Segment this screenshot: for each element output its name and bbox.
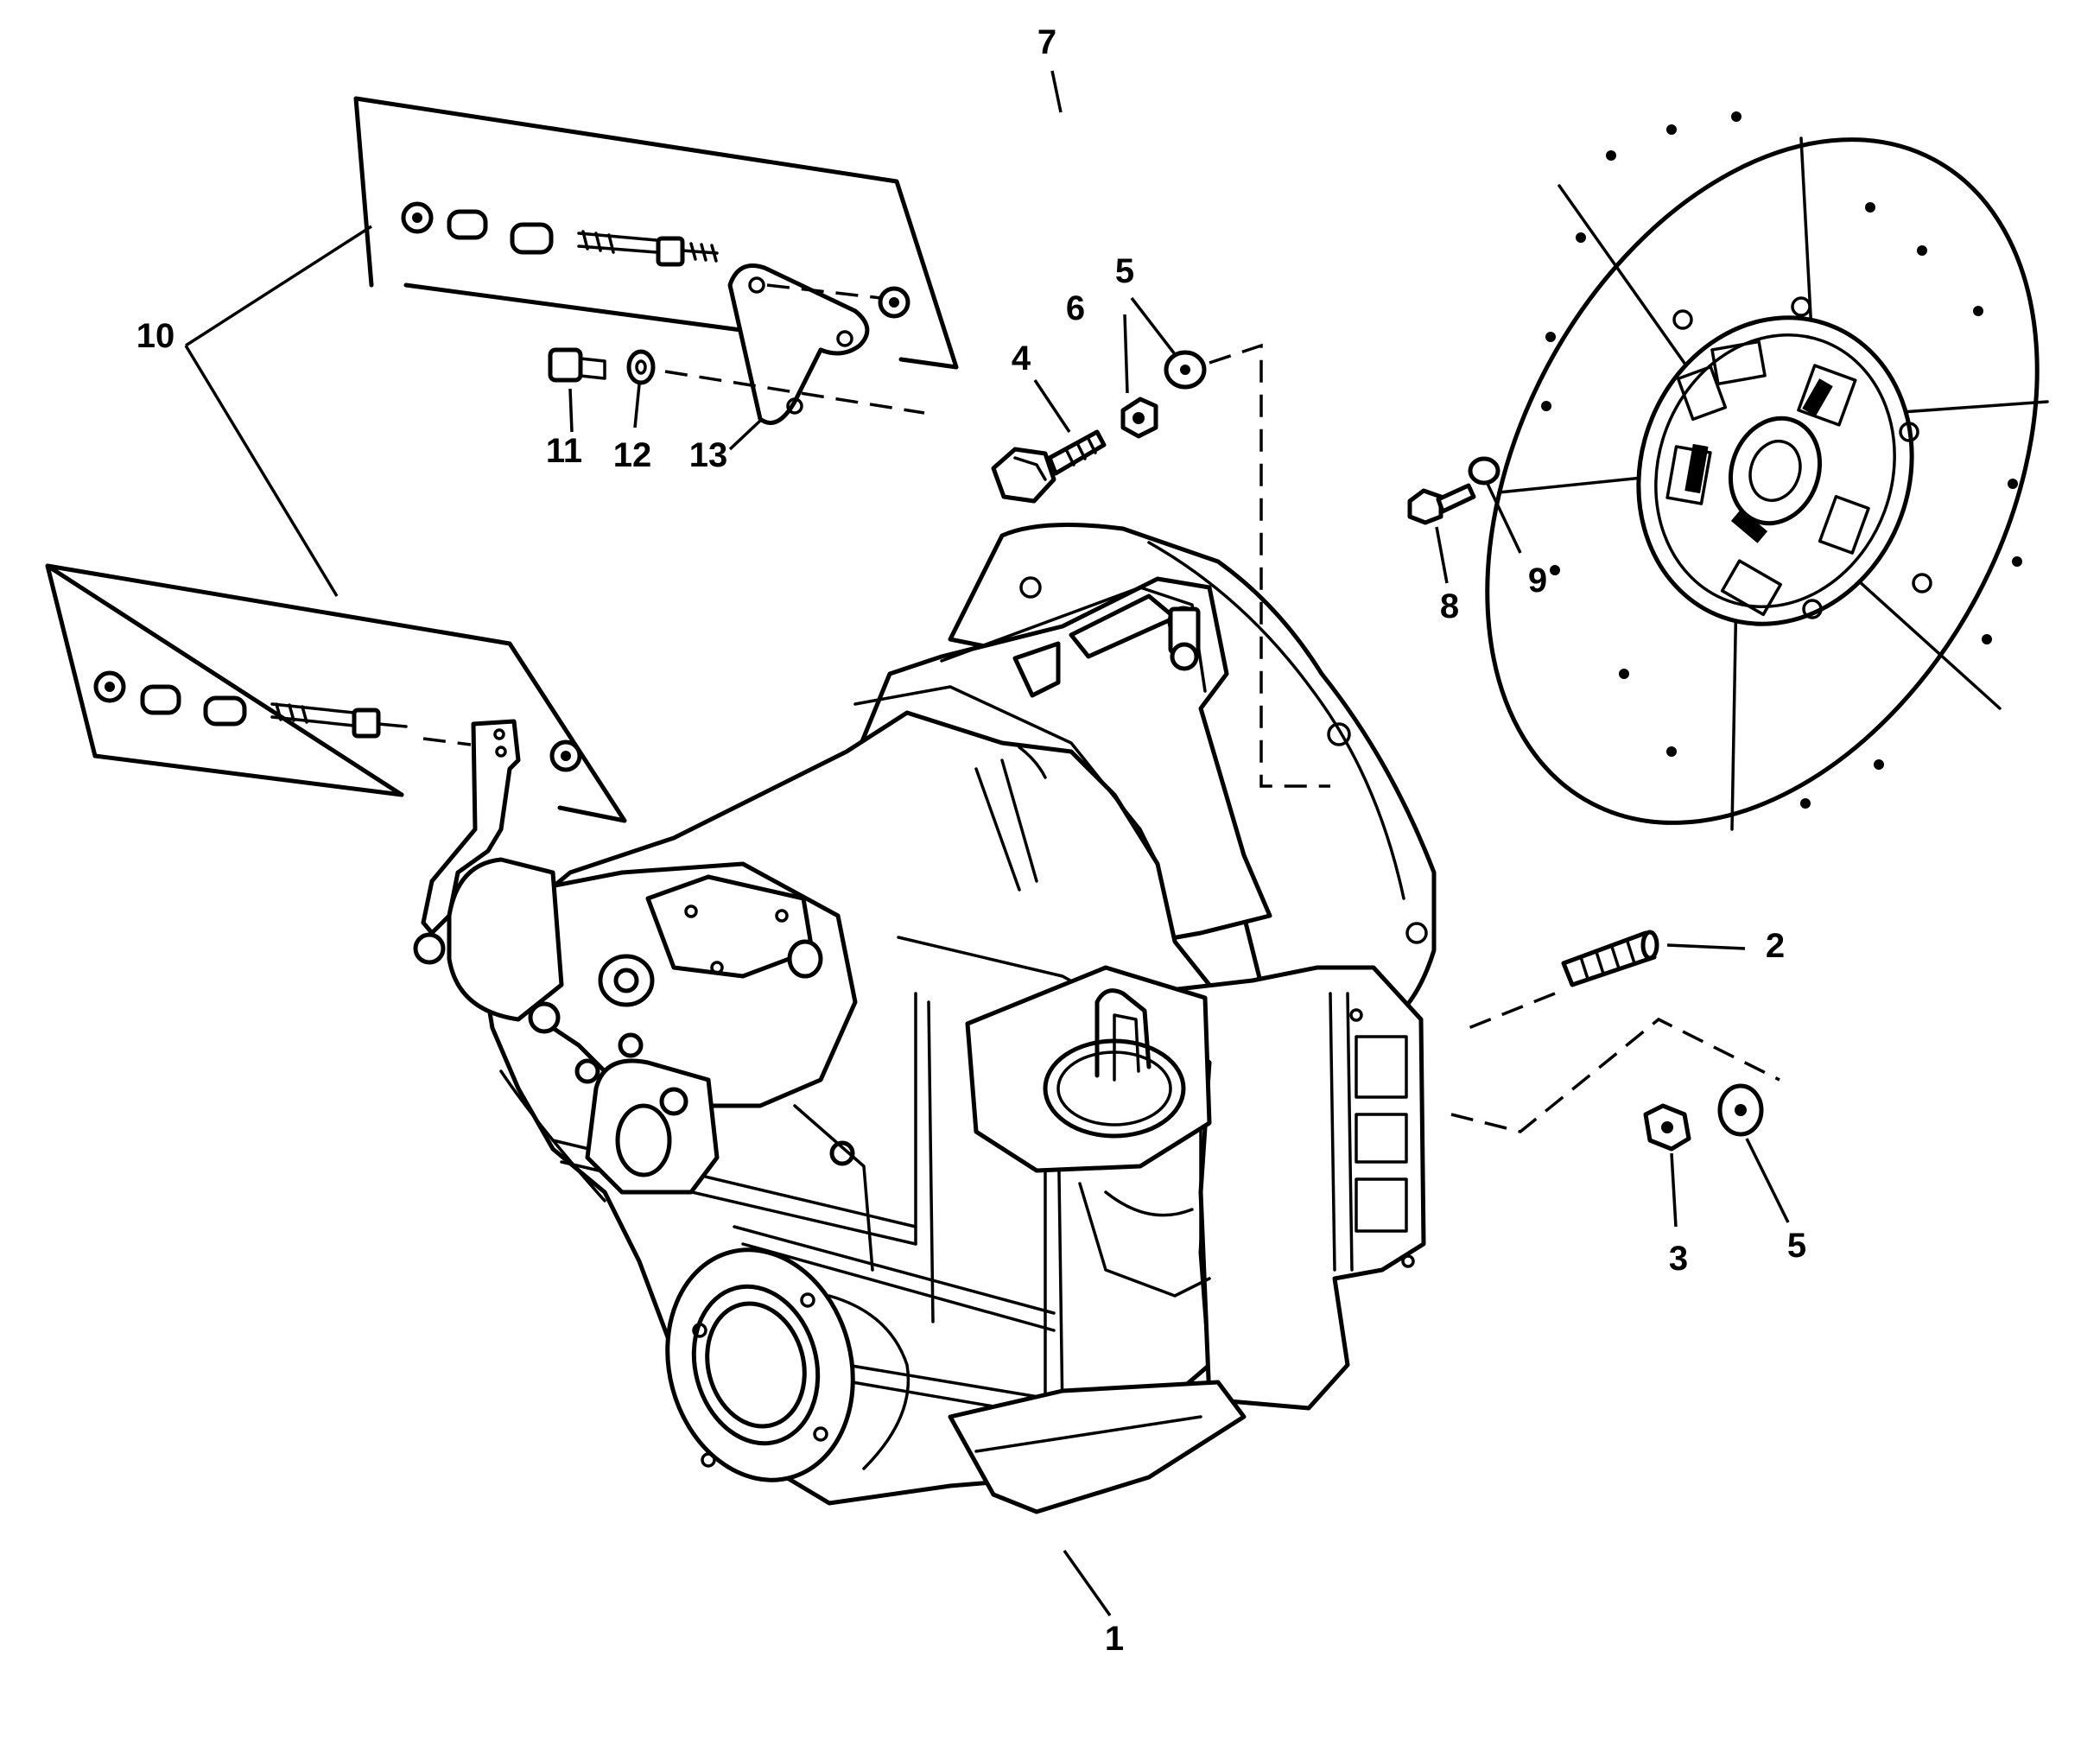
callout-11: 11 xyxy=(546,432,582,470)
bracket-lockwasher xyxy=(626,349,656,385)
linkage-kit-panel-lower xyxy=(45,563,627,936)
screw xyxy=(1407,483,1476,525)
washer-upper xyxy=(1164,350,1207,390)
callout-2: 2 xyxy=(1766,927,1785,965)
washer-lower xyxy=(1717,1083,1764,1137)
bracket-bolt xyxy=(548,347,606,383)
leader-lines xyxy=(184,70,1790,1617)
bolt xyxy=(991,429,1107,504)
callout-4: 4 xyxy=(1012,340,1031,378)
linkage-kit-panel-upper xyxy=(353,96,959,425)
callout-6: 6 xyxy=(1066,289,1085,327)
callout-12: 12 xyxy=(613,436,652,474)
callout-8: 8 xyxy=(1440,587,1459,625)
callout-13: 13 xyxy=(689,436,728,474)
lockwasher xyxy=(1120,397,1158,439)
nut xyxy=(1643,1103,1691,1152)
callout-10: 10 xyxy=(136,317,175,355)
callout-5-upper: 5 xyxy=(1115,252,1134,290)
callout-numbers: 1 2 3 4 5 5 6 7 8 9 10 11 12 13 xyxy=(136,23,1806,1658)
damper-washer xyxy=(1468,456,1500,486)
callout-9: 9 xyxy=(1528,562,1547,600)
callout-7: 7 xyxy=(1037,23,1056,61)
transmission-housing xyxy=(413,523,1437,1514)
stud xyxy=(1561,930,1659,987)
callout-1: 1 xyxy=(1105,1620,1124,1658)
damper-plate xyxy=(1485,111,2049,831)
callout-3: 3 xyxy=(1669,1240,1688,1278)
callout-5-lower: 5 xyxy=(1787,1227,1806,1265)
